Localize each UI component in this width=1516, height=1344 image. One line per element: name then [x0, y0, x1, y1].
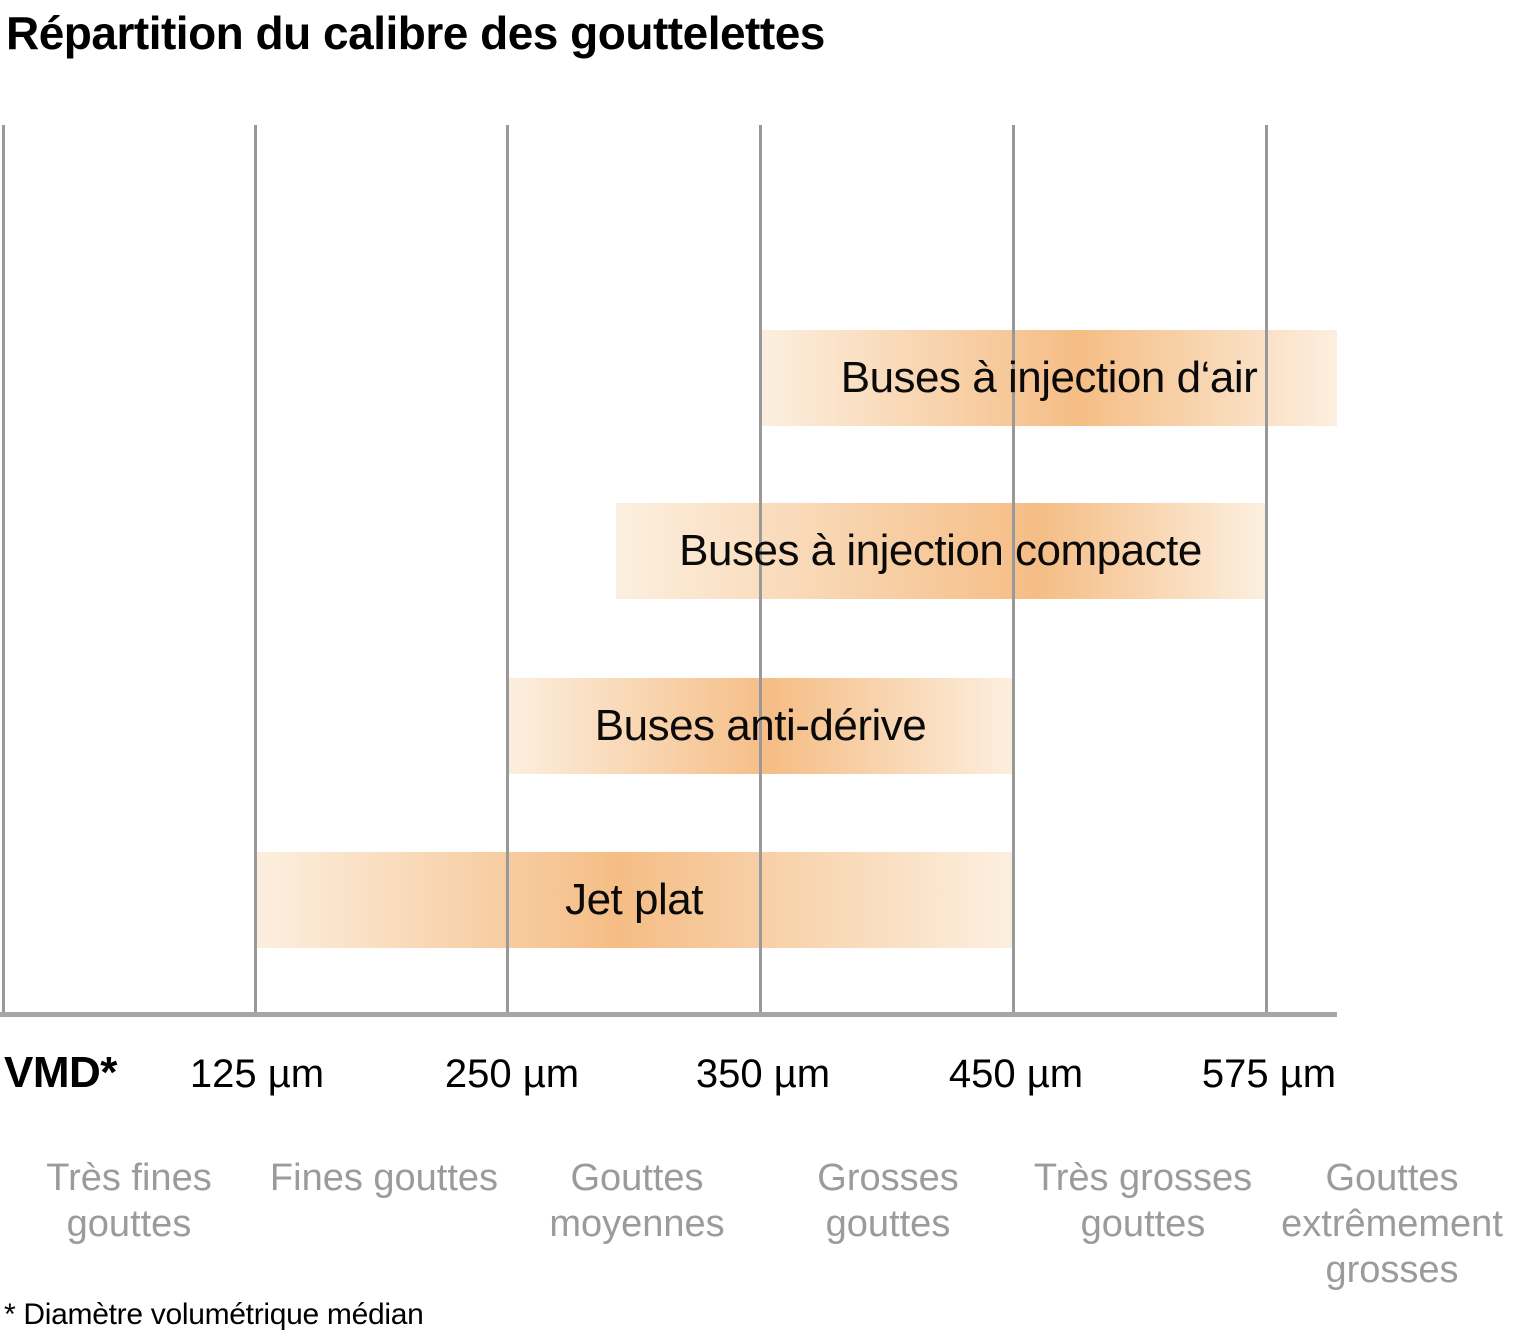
gridline-450um	[1012, 125, 1015, 1014]
gridline-left-edge	[2, 125, 5, 1014]
bar-buses-injection-compacte: Buses à injection compacte	[616, 503, 1265, 599]
bar-label-buses-injection-compacte: Buses à injection compacte	[679, 526, 1202, 575]
bar-label-buses-injection-air: Buses à injection d‘air	[840, 353, 1258, 402]
footnote-vmd-definition: * Diamètre volumétrique médian	[4, 1298, 424, 1331]
category-tres-fines-gouttes: Très fines gouttes	[46, 1157, 212, 1245]
x-axis-line	[0, 1012, 1337, 1017]
category-tres-grosses-gouttes: Très grosses gouttes	[1033, 1157, 1253, 1245]
gridline-575um	[1265, 125, 1268, 1014]
category-gouttes-extremement-grosses: Gouttes extrêmement grosses	[1281, 1157, 1503, 1291]
x-tick-575um: 575 µm	[1201, 1052, 1337, 1096]
gridline-250um	[506, 125, 509, 1014]
bar-label-buses-anti-derive: Buses anti-dérive	[594, 701, 927, 750]
x-axis-title: VMD*	[4, 1048, 117, 1097]
gridline-350um	[759, 125, 762, 1014]
x-tick-450um: 450 µm	[948, 1052, 1084, 1096]
category-gouttes-moyennes: Gouttes moyennes	[549, 1157, 725, 1245]
x-tick-250um: 250 µm	[444, 1052, 580, 1096]
bar-label-jet-plat: Jet plat	[565, 875, 703, 924]
gridline-125um	[254, 125, 257, 1014]
bar-jet-plat: Jet plat	[256, 852, 1012, 948]
chart-title: Répartition du calibre des gouttelettes	[6, 7, 825, 59]
x-tick-350um: 350 µm	[695, 1052, 831, 1096]
bar-buses-injection-air: Buses à injection d‘air	[761, 330, 1337, 426]
category-fines-gouttes: Fines gouttes	[269, 1157, 499, 1199]
category-grosses-gouttes: Grosses gouttes	[817, 1157, 959, 1245]
x-tick-125um: 125 µm	[189, 1052, 325, 1096]
